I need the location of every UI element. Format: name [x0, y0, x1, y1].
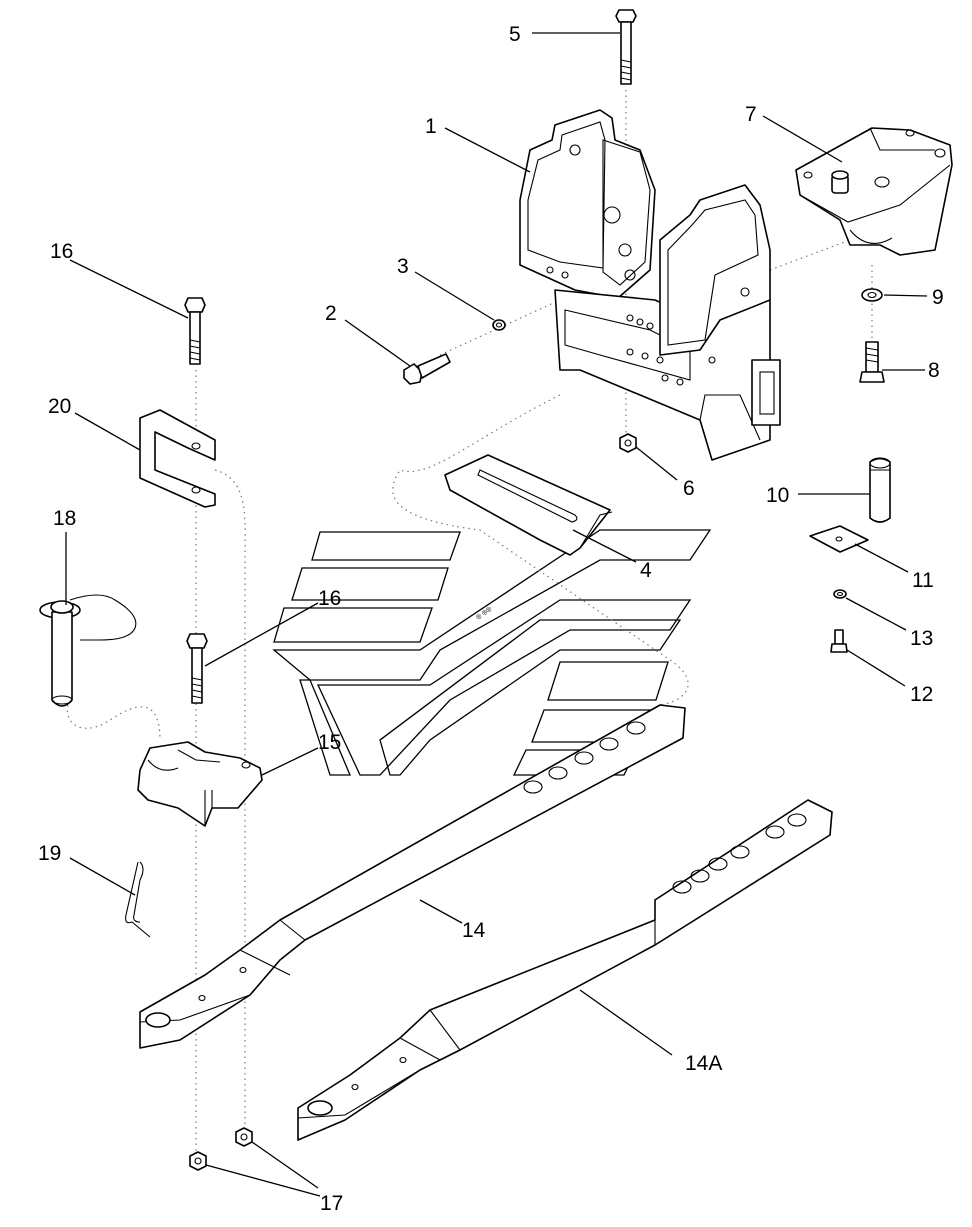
nuts-part-17: [189, 1127, 253, 1171]
u-bracket-part-20: [139, 409, 216, 508]
slotted-plate-part-4: [444, 454, 613, 556]
callout-9: 9: [932, 286, 944, 309]
callout-4: 4: [640, 559, 652, 582]
spring-clip-part-19: [125, 861, 151, 938]
callout-20: 20: [48, 395, 71, 418]
washer-part-13: [833, 589, 847, 599]
screw-part-12: [830, 629, 848, 653]
callout-12: 12: [910, 683, 933, 706]
bolt-part-16-lower: [186, 633, 208, 704]
pin-part-10: [869, 457, 891, 523]
nut-part-6: [619, 433, 637, 453]
lower-link-part-14a: [297, 799, 833, 1141]
callout-labels: 1 2 3 4 5 6 7 8 9 10 11 12 13 14 14A 15 …: [38, 23, 944, 1215]
callout-16-lower: 16: [318, 587, 341, 610]
callout-6: 6: [683, 477, 695, 500]
plate-part-11: [809, 525, 869, 553]
washer-part-3: [492, 319, 506, 331]
bolt-part-8: [859, 341, 885, 383]
top-link-bracket-part-7: [795, 127, 953, 256]
callout-16-upper: 16: [50, 240, 73, 263]
bolt-part-16-upper: [184, 297, 206, 365]
callout-5: 5: [509, 23, 521, 46]
callout-11: 11: [912, 569, 934, 592]
hook-end-part-15: [137, 741, 263, 827]
callout-1: 1: [425, 115, 437, 138]
bolt-part-2: [403, 353, 451, 385]
bolt-part-5: [615, 9, 637, 85]
hitch-bracket-part-1: [519, 109, 781, 461]
callout-8: 8: [928, 359, 940, 382]
callout-15: 15: [318, 731, 341, 754]
lower-link-part-14: [139, 704, 686, 1049]
callout-19: 19: [38, 842, 61, 865]
callout-18: 18: [53, 507, 76, 530]
watermark-logo: ® ®®: [272, 529, 712, 776]
leader-lines: [65, 32, 928, 1197]
callout-2: 2: [325, 302, 337, 325]
callout-14: 14: [462, 919, 486, 942]
callout-7: 7: [745, 103, 757, 126]
washer-part-9: [861, 288, 883, 302]
callout-14a: 14A: [685, 1052, 722, 1075]
lynch-pin-part-18: [39, 594, 137, 707]
callout-13: 13: [910, 627, 933, 650]
callout-3: 3: [397, 255, 409, 278]
callout-17: 17: [320, 1192, 343, 1215]
callout-10: 10: [766, 484, 789, 507]
